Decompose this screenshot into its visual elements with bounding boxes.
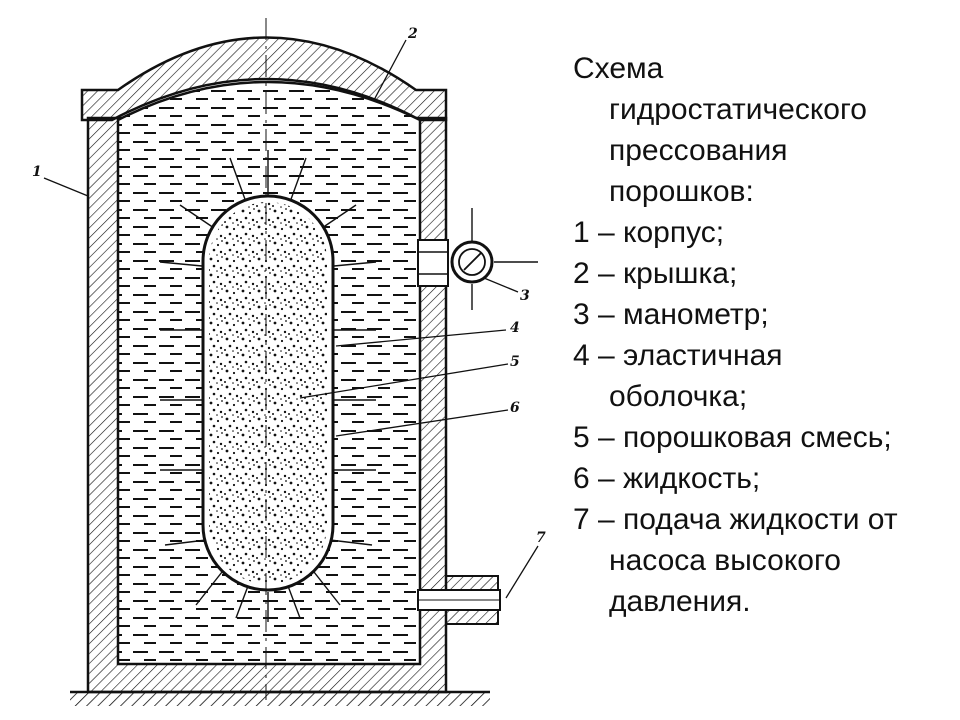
press-diagram: 1 2 3 4 5 6 7 xyxy=(32,18,546,706)
legend-item-1: 1 – корпус; xyxy=(573,212,953,253)
legend-item-line: оболочка; xyxy=(609,380,748,413)
leader-lines xyxy=(43,39,539,599)
legend-item-line: насоса высокого xyxy=(609,544,841,577)
callout-1: 1 xyxy=(32,164,42,180)
legend-item-2: 2 – крышка; xyxy=(573,253,953,294)
ground-base xyxy=(70,690,490,706)
legend-item-line: 6 – жидкость; xyxy=(573,462,761,495)
legend-item-line: 2 – крышка; xyxy=(573,257,738,290)
legend-item-5: 5 – порошковая смесь; xyxy=(573,417,953,458)
legend-title: Схема гидростатического прессования поро… xyxy=(573,48,953,212)
legend-item-line: 4 – эластичная xyxy=(573,339,783,372)
callout-3: 3 xyxy=(520,288,530,304)
gauge-nozzle xyxy=(417,239,449,287)
legend-item-line: 1 – корпус; xyxy=(573,216,725,249)
legend-item-4: 4 – эластичная оболочка; xyxy=(573,335,953,417)
callout-4: 4 xyxy=(510,320,520,336)
callout-7: 7 xyxy=(536,530,546,546)
inlet-pipe xyxy=(417,589,501,611)
pressure-arrows xyxy=(159,150,377,622)
callout-labels: 1 2 3 4 5 6 7 xyxy=(32,26,546,546)
manometer xyxy=(450,208,538,310)
callout-6: 6 xyxy=(510,400,520,416)
legend-item-line: 5 – порошковая смесь; xyxy=(573,421,892,454)
legend-title-line: прессования xyxy=(609,134,788,167)
legend-item-line: 7 – подача жидкости от xyxy=(573,503,898,536)
legend: Схема гидростатического прессования поро… xyxy=(573,48,953,622)
callout-5: 5 xyxy=(510,354,520,370)
vessel-lid xyxy=(80,36,448,122)
legend-item-line: 3 – манометр; xyxy=(573,298,769,331)
callout-2: 2 xyxy=(407,26,418,42)
legend-item-3: 3 – манометр; xyxy=(573,294,953,335)
legend-item-7: 7 – подача жидкости от насоса высокого д… xyxy=(573,499,953,622)
legend-item-line: давления. xyxy=(609,585,751,618)
legend-title-line: Схема xyxy=(573,52,664,85)
legend-title-line: порошков: xyxy=(609,175,754,208)
legend-title-line: гидростатического xyxy=(609,93,867,126)
elastic-shell-with-powder xyxy=(201,194,335,592)
legend-item-6: 6 – жидкость; xyxy=(573,458,953,499)
